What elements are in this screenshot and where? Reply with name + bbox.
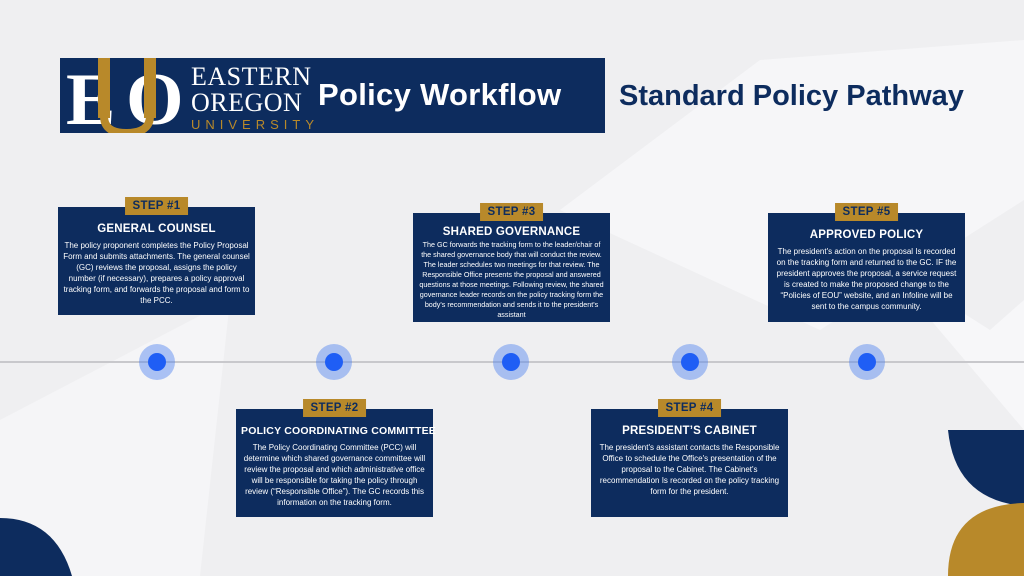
step-badge: STEP #4 bbox=[657, 399, 722, 417]
page-title: Policy Workflow bbox=[318, 77, 562, 112]
timeline-node-3 bbox=[493, 344, 529, 380]
navy-quarter-circle bbox=[948, 430, 1024, 506]
step-badge: STEP #1 bbox=[124, 197, 189, 215]
step-badge: STEP #5 bbox=[834, 203, 899, 221]
page-subtitle: Standard Policy Pathway bbox=[619, 80, 964, 112]
step-card-3: STEP #3 SHARED GOVERNANCE The GC forward… bbox=[413, 203, 610, 322]
timeline-node-5 bbox=[849, 344, 885, 380]
gold-quarter-circle bbox=[948, 503, 1024, 576]
eou-logo-icon: E O bbox=[66, 58, 184, 133]
navy-corner-arc bbox=[0, 518, 72, 576]
university-line-1: EASTERN bbox=[191, 62, 312, 91]
step-title: SHARED GOVERNANCE bbox=[442, 226, 581, 238]
step-description: The policy proponent completes the Polic… bbox=[63, 241, 250, 305]
step-card-1: STEP #1 GENERAL COUNSEL The policy propo… bbox=[58, 197, 255, 315]
university-line-2: OREGON bbox=[191, 88, 303, 117]
step-card-5: STEP #5 APPROVED POLICY The president's … bbox=[768, 203, 965, 322]
step-description: The GC forwards the tracking form to the… bbox=[419, 240, 604, 319]
step-title: GENERAL COUNSEL bbox=[97, 223, 216, 235]
light-corner-shape bbox=[0, 300, 230, 576]
step-title: PRESIDENT’S CABINET bbox=[622, 425, 757, 437]
timeline-node-4 bbox=[672, 344, 708, 380]
step-title: POLICY COORDINATING COMMITTEE bbox=[241, 425, 436, 437]
timeline-node-2 bbox=[316, 344, 352, 380]
step-title: APPROVED POLICY bbox=[809, 229, 924, 241]
university-line-3: UNIVERSITY bbox=[191, 117, 320, 132]
step-description: The president's assistant contacts the R… bbox=[599, 443, 780, 496]
step-badge: STEP #3 bbox=[479, 203, 544, 221]
step-description: The president's action on the proposal I… bbox=[776, 247, 957, 311]
step-badge: STEP #2 bbox=[302, 399, 367, 417]
step-card-2: STEP #2 POLICY COORDINATING COMMITTEE Th… bbox=[236, 399, 436, 517]
header-banner: E O EASTERN OREGON UNIVERSITY Policy Wor… bbox=[60, 58, 605, 133]
university-name: EASTERN OREGON UNIVERSITY bbox=[191, 64, 319, 134]
step-description: The Policy Coordinating Committee (PCC) … bbox=[243, 443, 426, 507]
step-card-4: STEP #4 PRESIDENT’S CABINET The presiden… bbox=[591, 399, 788, 517]
timeline-node-1 bbox=[139, 344, 175, 380]
